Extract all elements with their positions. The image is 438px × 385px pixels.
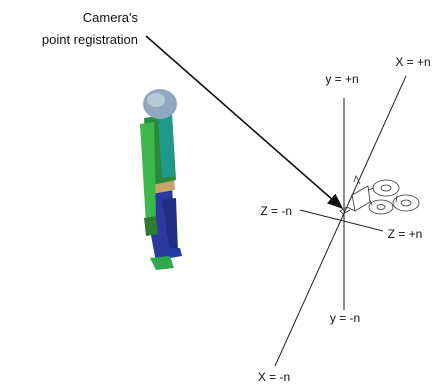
figure-arm <box>140 122 156 224</box>
callout-line-2: point registration <box>42 32 138 47</box>
y-pos-label: y = +n <box>325 72 358 86</box>
x-pos-label: X = +n <box>395 55 430 69</box>
z-axis <box>299 209 384 232</box>
y-neg-label: y = -n <box>330 311 360 325</box>
z-neg-label: Z = -n <box>260 204 292 218</box>
camera-icon <box>339 174 420 215</box>
z-pos-label: Z = +n <box>388 227 423 241</box>
humanoid-figure <box>140 89 182 270</box>
x-axis <box>274 75 407 367</box>
callout-arrow <box>145 35 344 210</box>
x-neg-label: X = -n <box>258 370 290 384</box>
callout-line-1: Camera's <box>83 10 139 25</box>
